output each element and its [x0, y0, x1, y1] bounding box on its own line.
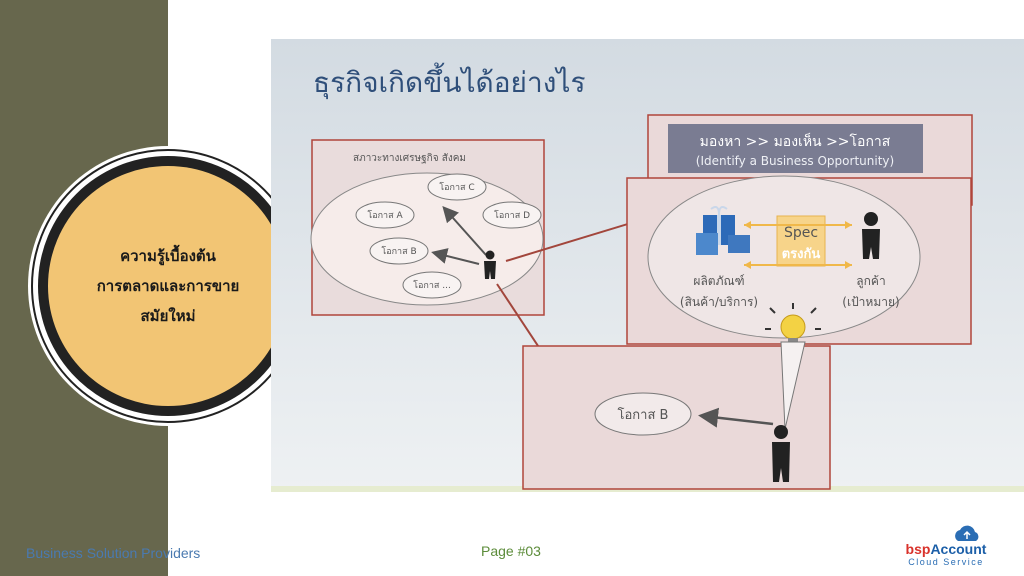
- bubble-opportunity-d: [482, 201, 542, 229]
- arrow-to-c: [442, 206, 487, 256]
- logo-bsp: bsp: [905, 541, 931, 557]
- opportunity-more-label: โอกาส ...: [413, 280, 451, 291]
- opportunity-b-large-label: โอกาส B: [618, 407, 669, 423]
- banner-plate: [668, 124, 923, 173]
- logo-subtitle: Cloud Service: [908, 557, 984, 567]
- spec-line-2: ตรงกัน: [782, 247, 821, 262]
- customer-line-2: (เป้าหมาย): [842, 295, 899, 309]
- person-icon-2: [772, 425, 790, 482]
- customer-line-1: ลูกค้า: [856, 274, 885, 289]
- topic-line-1: ความรู้เบื้องต้น: [120, 247, 216, 265]
- person-icon-1: [484, 250, 496, 279]
- product-line-1: ผลิตภัณฑ์: [693, 274, 744, 288]
- bubble-opportunity-b: [369, 237, 429, 265]
- company-name: Business Solution Providers: [26, 545, 201, 561]
- arrow-to-b: [431, 248, 480, 265]
- opportunity-d-label: โอกาส D: [494, 210, 530, 221]
- topic-line-2: การตลาดและการขาย: [96, 277, 240, 295]
- opportunity-a-label: โอกาส A: [367, 210, 403, 221]
- slide-image: สภาวะทางเศรษฐกิจ สังคม โอกาส A โอกาส B โ…: [271, 39, 1024, 492]
- slide-title: ธุรกิจเกิดขึ้นได้อย่างไร: [313, 66, 586, 99]
- bubble-opportunity-more: [402, 271, 462, 299]
- gifts-icon: [696, 206, 750, 255]
- environment-label: สภาวะทางเศรษฐกิจ สังคม: [353, 153, 466, 164]
- opportunity-c-label: โอกาส C: [439, 182, 474, 193]
- topic-badge: ความรู้เบื้องต้น การตลาดและการขาย สมัยให…: [48, 166, 288, 406]
- light-beam: [780, 341, 806, 430]
- cloud-upload-icon: [955, 525, 979, 541]
- topic-line-3: สมัยใหม่: [140, 307, 196, 325]
- arrow-to-opportunity-b: [698, 407, 774, 428]
- bubble-opportunity-c: [427, 173, 487, 201]
- page-number: Page #03: [481, 543, 541, 559]
- customer-person-icon: [862, 212, 880, 259]
- logo-account: Account: [930, 541, 987, 557]
- bsp-account-logo: bspAccount Cloud Service: [898, 525, 994, 570]
- banner-line-2: (Identify a Business Opportunity): [696, 154, 894, 168]
- bubble-opportunity-b-large: [594, 392, 692, 436]
- bubble-opportunity-a: [355, 201, 415, 229]
- slide-diagram: สภาวะทางเศรษฐกิจ สังคม โอกาส A โอกาส B โ…: [271, 39, 1024, 492]
- opportunity-b-label: โอกาส B: [381, 246, 416, 257]
- spec-line-1: Spec: [784, 225, 818, 241]
- banner-line-1: มองหา >> มองเห็น >>โอกาส: [700, 132, 891, 150]
- product-line-2: (สินค้า/บริการ): [680, 295, 758, 309]
